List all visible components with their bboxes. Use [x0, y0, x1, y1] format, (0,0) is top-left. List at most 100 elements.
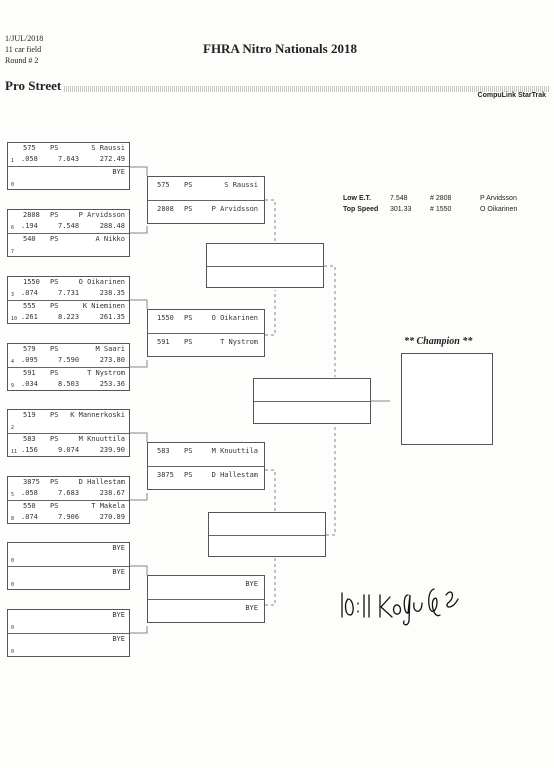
driver-name: A Nikko — [95, 235, 125, 243]
semifinal-slot — [209, 513, 325, 536]
car-number: 583 — [23, 435, 36, 443]
driver-name: BYE — [245, 580, 258, 588]
speed-mph: 253.36 — [99, 380, 125, 388]
driver-name: T Nystrom — [220, 338, 258, 346]
lane-number: 5 — [11, 492, 15, 498]
car-class: PS — [50, 502, 59, 510]
driver-name: K Mannerkoski — [70, 411, 125, 419]
event-date: 1/JUL/2018 — [5, 34, 44, 43]
low-et-car: # 2808 — [430, 195, 452, 202]
low-et-driver: P Arvidsson — [480, 195, 517, 202]
speed-mph: 261.35 — [99, 313, 125, 321]
driver-name: D Hallestam — [211, 471, 258, 479]
semifinal-box-2 — [208, 512, 326, 557]
driver-name: K Nieminen — [82, 302, 125, 310]
racer-entry: 591 PS T Nystrom — [148, 334, 264, 358]
car-class: PS — [50, 278, 59, 286]
reaction-time: .095 — [21, 356, 38, 364]
elapsed-time: 8.223 — [58, 313, 80, 321]
elapsed-time: 8.503 — [58, 380, 80, 388]
driver-name: O Oikarinen — [211, 314, 258, 322]
category-title: Pro Street — [5, 78, 62, 93]
final-slot — [254, 379, 370, 402]
car-class: PS — [50, 369, 59, 377]
car-class: PS — [184, 338, 193, 346]
lane-number: 4 — [11, 359, 15, 365]
elapsed-time: 7.906 — [58, 513, 80, 521]
top-speed-car: # 1550 — [430, 206, 452, 213]
racer-entry: BYE — [148, 600, 264, 624]
round-number: Round # 2 — [5, 56, 39, 65]
car-number: 591 — [23, 369, 36, 377]
driver-name: D Hallestam — [78, 478, 125, 486]
car-number: 3875 — [23, 478, 40, 486]
round2-matchup: BYE BYE — [147, 575, 265, 623]
elapsed-time: 9.074 — [58, 446, 80, 454]
speed-mph: 272.49 — [99, 155, 125, 163]
driver-name: P Arvidsson — [211, 205, 258, 213]
lane-number: 10 — [11, 316, 18, 322]
lane-number: 6 — [11, 225, 15, 231]
speed-mph: 239.90 — [99, 446, 125, 454]
final-box — [253, 378, 371, 424]
driver-name: O Oikarinen — [78, 278, 125, 286]
elapsed-time: 7.548 — [58, 222, 80, 230]
car-number: 591 — [157, 338, 170, 346]
speed-mph: 238.35 — [99, 289, 125, 297]
car-number: 519 — [23, 411, 36, 419]
driver-name: S Raussi — [91, 144, 125, 152]
car-class: PS — [50, 345, 59, 353]
car-class: PS — [50, 144, 59, 152]
driver-name: M Saari — [95, 345, 125, 353]
driver-name: T Nystrom — [87, 369, 125, 377]
car-number: 575 — [23, 144, 36, 152]
car-class: PS — [50, 235, 59, 243]
reaction-time: .058 — [21, 489, 38, 497]
reaction-time: .194 — [21, 222, 38, 230]
driver-name: S Raussi — [224, 181, 258, 189]
lane-number: 1 — [11, 158, 15, 164]
car-number: 555 — [23, 302, 36, 310]
car-class: PS — [184, 181, 193, 189]
lane-number: 0 — [11, 649, 15, 655]
elapsed-time: 7.643 — [58, 155, 80, 163]
top-speed-label: Top Speed — [343, 206, 379, 213]
reaction-time: .074 — [21, 513, 38, 521]
speed-mph: 270.89 — [99, 513, 125, 521]
driver-name: BYE — [112, 544, 125, 552]
car-class: PS — [50, 478, 59, 486]
car-number: 2808 — [157, 205, 174, 213]
racer-entry: BYE — [148, 576, 264, 600]
lane-number: 0 — [11, 182, 15, 188]
dotted-rule — [64, 86, 549, 92]
speed-mph: 288.48 — [99, 222, 125, 230]
speed-mph: 273.80 — [99, 356, 125, 364]
driver-name: M Knuuttila — [78, 435, 125, 443]
car-number: 2808 — [23, 211, 40, 219]
car-class: PS — [50, 411, 59, 419]
elapsed-time: 7.731 — [58, 289, 80, 297]
